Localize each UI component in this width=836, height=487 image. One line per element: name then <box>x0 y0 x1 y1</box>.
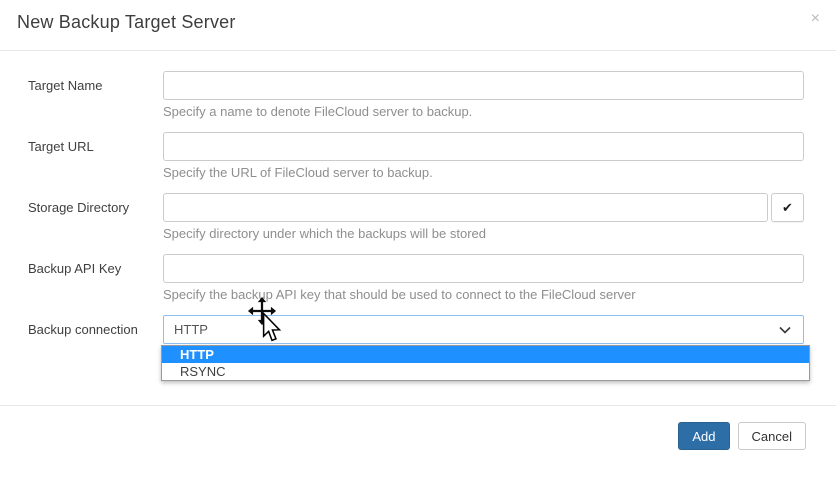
target-name-input[interactable] <box>163 71 804 100</box>
dialog-body: Target Name Specify a name to denote Fil… <box>0 51 836 381</box>
target-url-label: Target URL <box>28 139 94 154</box>
target-url-input[interactable] <box>163 132 804 161</box>
backup-api-key-input[interactable] <box>163 254 804 283</box>
dialog-title: New Backup Target Server <box>17 12 236 32</box>
form-row-target-name: Target Name Specify a name to denote Fil… <box>28 71 804 120</box>
backup-connection-dropdown: HTTP RSYNC <box>161 345 810 381</box>
cancel-button[interactable]: Cancel <box>737 422 806 450</box>
backup-api-key-label: Backup API Key <box>28 261 122 276</box>
target-name-help: Specify a name to denote FileCloud serve… <box>163 104 473 119</box>
storage-directory-label: Storage Directory <box>28 200 130 215</box>
dialog-footer: Add Cancel <box>0 405 836 450</box>
storage-directory-input[interactable] <box>163 193 768 222</box>
storage-directory-help: Specify directory under which the backup… <box>163 226 486 241</box>
dropdown-option-http[interactable]: HTTP <box>162 346 809 363</box>
form-row-backup-connection: Backup connection HTTP HTTP RSYNC <box>28 315 810 381</box>
check-icon: ✔ <box>782 199 793 215</box>
dialog-header: New Backup Target Server × <box>0 0 836 51</box>
backup-connection-select[interactable]: HTTP <box>163 315 804 344</box>
chevron-down-icon <box>779 322 791 337</box>
backup-api-key-help: Specify the backup API key that should b… <box>163 287 636 302</box>
form-row-backup-api-key: Backup API Key Specify the backup API ke… <box>28 254 804 303</box>
target-name-label: Target Name <box>28 78 103 93</box>
backup-connection-label: Backup connection <box>28 322 138 337</box>
form-row-storage-directory: Storage Directory ✔ Specify directory un… <box>28 193 804 242</box>
storage-directory-browse-button[interactable]: ✔ <box>771 193 804 222</box>
add-button[interactable]: Add <box>678 422 730 450</box>
dropdown-option-rsync[interactable]: RSYNC <box>180 364 226 379</box>
form-row-target-url: Target URL Specify the URL of FileCloud … <box>28 132 804 181</box>
target-url-help: Specify the URL of FileCloud server to b… <box>163 165 433 180</box>
backup-connection-selected-value: HTTP <box>174 322 208 337</box>
close-icon[interactable]: × <box>810 10 820 27</box>
